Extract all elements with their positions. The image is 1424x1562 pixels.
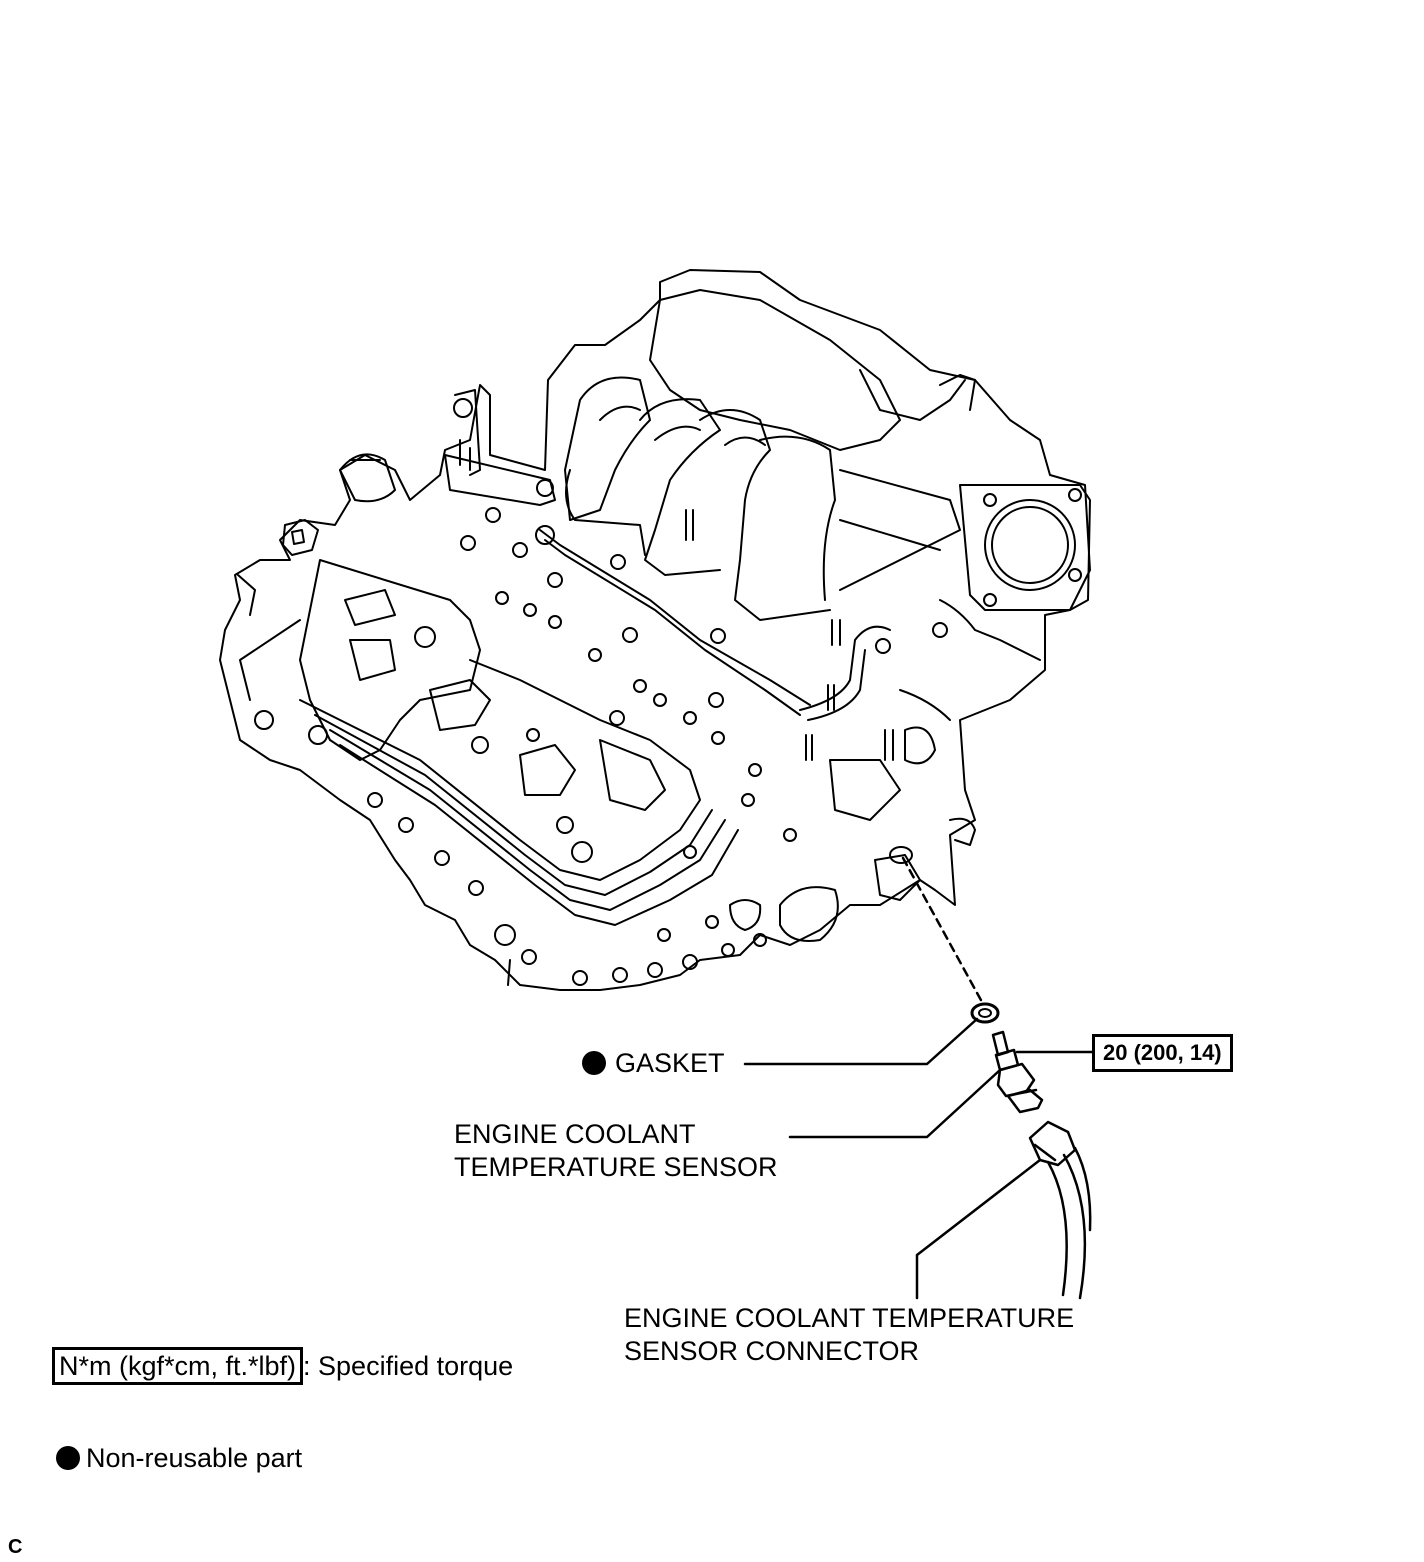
sensor-leader	[788, 1068, 1002, 1139]
connector-label-line2: SENSOR CONNECTOR	[624, 1336, 920, 1366]
ect-sensor-part	[991, 1030, 1044, 1114]
connector-leader	[915, 1158, 1042, 1300]
corner-code: C	[8, 1536, 23, 1558]
connector-label-line1: ENGINE COOLANT TEMPERATURE	[624, 1303, 1075, 1333]
ect-sensor-label: ENGINE COOLANT TEMPERATURE SENSOR	[454, 1118, 778, 1184]
gasket-leader	[743, 1017, 979, 1066]
non-reusable-bullet-icon	[56, 1446, 80, 1470]
engine-assembly	[219, 269, 1091, 991]
legend-torque: N*m (kgf*cm, ft.*lbf): Specified torque	[52, 1347, 513, 1385]
gasket-label: GASKET	[582, 1047, 725, 1080]
ect-sensor-label-line2: TEMPERATURE SENSOR	[454, 1152, 778, 1182]
non-reusable-bullet-icon	[582, 1051, 606, 1075]
install-axis-line	[901, 856, 984, 1004]
gasket-part	[970, 1002, 1000, 1024]
ect-sensor-label-line1: ENGINE COOLANT	[454, 1119, 696, 1149]
legend-torque-units: N*m (kgf*cm, ft.*lbf)	[52, 1347, 304, 1385]
connector-label: ENGINE COOLANT TEMPERATURE SENSOR CONNEC…	[624, 1302, 1074, 1368]
leader-lines	[743, 1017, 1095, 1300]
legend-torque-desc: : Specified torque	[303, 1351, 514, 1381]
torque-spec-box: 20 (200, 14)	[1092, 1034, 1233, 1072]
connector-part	[1028, 1120, 1092, 1300]
legend-non-reusable: Non-reusable part	[56, 1442, 302, 1475]
